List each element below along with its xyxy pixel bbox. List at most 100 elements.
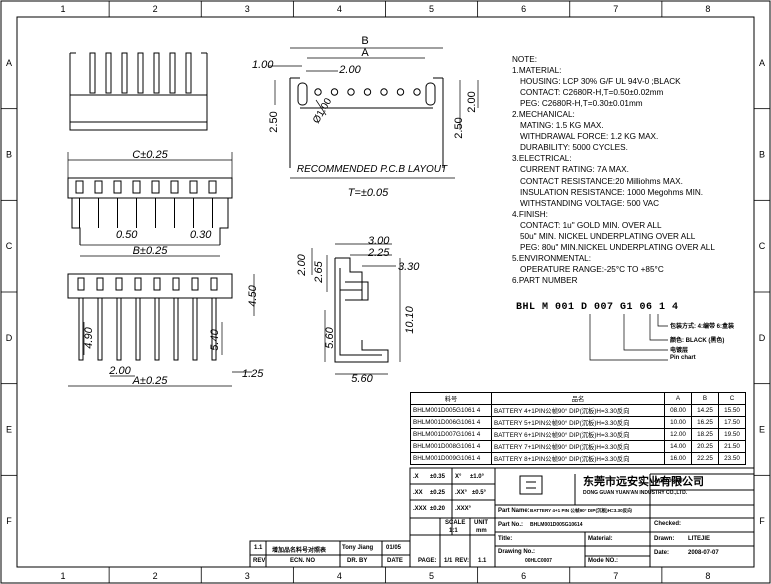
front-slot <box>94 180 103 194</box>
note-line: CURRENT RATING: 7A MAX. <box>520 165 629 175</box>
tol2-b: ±0.25 <box>430 490 445 496</box>
bom-cell-a: 14.00 <box>664 440 692 453</box>
pcb-hole <box>380 88 388 96</box>
bom-cell-a: 10.00 <box>664 416 692 429</box>
pcb-hole <box>347 88 355 96</box>
drawn-label: Drawn: <box>654 536 675 542</box>
side-1010-label: 10.10 <box>404 305 416 333</box>
zone-col-label: 2 <box>153 4 158 14</box>
pcb-hole <box>314 88 322 96</box>
rev-row-by: Tony Jiang <box>342 545 374 551</box>
bom-cell-a: 16.00 <box>664 452 692 465</box>
front-slot <box>208 180 217 194</box>
note-line: 6.PART NUMBER <box>512 275 578 285</box>
pn-legend-packing: 包装方式: 4:编带 6:盒装 <box>670 324 735 330</box>
material-label: Material: <box>588 536 613 542</box>
front-slot <box>151 180 160 194</box>
rev-header-rev: REV <box>253 558 266 564</box>
zone-col-label: 1 <box>61 4 66 14</box>
pcb-hole <box>413 88 421 96</box>
zone-row-label: F <box>6 516 12 526</box>
bom-cell-b: 22.25 <box>691 452 719 465</box>
dim-030-label: 0.30 <box>190 229 212 241</box>
bom-cell-c: 15.50 <box>718 404 746 417</box>
zone-row-label: A <box>759 58 765 68</box>
top-pin <box>105 52 112 94</box>
date-label: Date: <box>654 550 670 556</box>
bom-header-row: 料号 品名 A B C <box>410 392 746 405</box>
bom-cell-c: 21.50 <box>718 440 746 453</box>
note-line: 5.ENVIRONMENTAL: <box>512 253 592 263</box>
tol2-c: .XX° <box>455 490 468 496</box>
note-line: INSULATION RESISTANCE: 1000 Megohms MIN. <box>520 187 704 197</box>
side-265-label: 2.65 <box>313 260 325 283</box>
dim-a-label: A <box>361 47 369 59</box>
approved-label: Approved: <box>654 478 684 484</box>
zone-col-label: 3 <box>245 4 250 14</box>
tol2-a: .XX <box>413 490 423 496</box>
bottom-pin-lead <box>192 297 198 361</box>
note-line: 3.ELECTRICAL: <box>512 154 572 164</box>
front-slot <box>170 180 179 194</box>
tol1-b: ±0.35 <box>430 474 445 480</box>
rev-value: 1.1 <box>478 558 487 564</box>
dim-490-label: 4.90 <box>83 326 95 348</box>
pcb-hole <box>330 88 339 96</box>
zone-row-label: C <box>6 241 13 251</box>
dim-b-tol-label: B±0.25 <box>133 245 169 257</box>
note-line: HOUSING: LCP 30% G/F UL 94V-0 ;BLACK <box>520 77 681 87</box>
bom-cell-c: 17.50 <box>718 416 746 429</box>
pcb-caption: RECOMMENDED P.C.B LAYOUT <box>297 164 448 175</box>
part-name-label: Part Name: <box>498 508 530 514</box>
company-name-cn: 东莞市远安实业有限公司 <box>583 476 704 488</box>
company-name-en: DONG GUAN YUAN'AN INDUSTRY CO.,LTD. <box>583 490 688 496</box>
dim-a-tol-label: A±0.25 <box>132 375 169 387</box>
notes-block: NOTE: 1.MATERIAL:HOUSING: LCP 30% G/F UL … <box>512 54 767 286</box>
part-number-code: BHL M 001 D 007 G1 06 1 4 <box>516 302 679 313</box>
checked-label: Checked: <box>654 521 682 527</box>
dim-pcb-right2-label: 2.00 <box>466 91 478 112</box>
zone-row-label: D <box>759 333 766 343</box>
bom-cell-n: BATTERY 5+1PIN公帧90° DIP(沉板)H=3.30反向 <box>491 416 665 429</box>
zone-col-label: 7 <box>613 571 618 581</box>
front-slot <box>113 180 122 194</box>
zone-col-label: 1 <box>61 571 66 581</box>
front-slot <box>189 180 198 194</box>
tol3-a: .XXX <box>413 506 427 512</box>
bom-cell-n: BATTERY 4+1PIN公帧90° DIP(沉板)H=3.30反向 <box>491 404 665 417</box>
bottom-pin-lead <box>116 297 122 361</box>
page-value: 1/1 <box>444 558 453 564</box>
dim-b-label: B <box>361 35 368 47</box>
zone-row-label: A <box>6 58 12 68</box>
unit-label: UNIT <box>474 520 488 526</box>
drawing-no-label: Drawing No.: <box>498 549 535 555</box>
note-line: 2.MECHANICAL: <box>512 110 575 120</box>
note-line: 1.MATERIAL: <box>512 66 562 76</box>
note-line: PEG: 80u" MIN.NICKEL UNDERPLATING OVER A… <box>520 242 715 252</box>
zone-row-label: B <box>6 150 12 160</box>
mode-no-label: Mode NO.: <box>588 558 618 564</box>
top-pin <box>121 52 128 94</box>
dim-050-label: 0.50 <box>116 229 138 241</box>
top-pin <box>185 52 192 94</box>
pcb-hole <box>396 88 405 96</box>
bom-header-part: 料号 <box>410 392 492 405</box>
zone-col-label: 5 <box>429 4 434 14</box>
rev-header-ecn: ECN. NO <box>290 558 316 564</box>
note-line: PEG: C2680R-H,T=0.30±0.01mm <box>520 99 643 109</box>
pn-legend-pin-chart: Pin chart <box>670 355 696 361</box>
side-560v-label: 5.60 <box>324 326 336 348</box>
bottom-pin-slot <box>134 277 142 291</box>
bom-header-c: C <box>718 392 746 405</box>
tol3-b: ±0.20 <box>430 506 445 512</box>
zone-row-label: D <box>6 333 13 343</box>
note-line: NOTE: <box>512 55 538 64</box>
pcb-hole <box>363 88 372 96</box>
side-560h-label: 5.60 <box>351 373 373 385</box>
zone-col-label: 2 <box>153 571 158 581</box>
dim-c-label: C±0.25 <box>132 149 168 161</box>
